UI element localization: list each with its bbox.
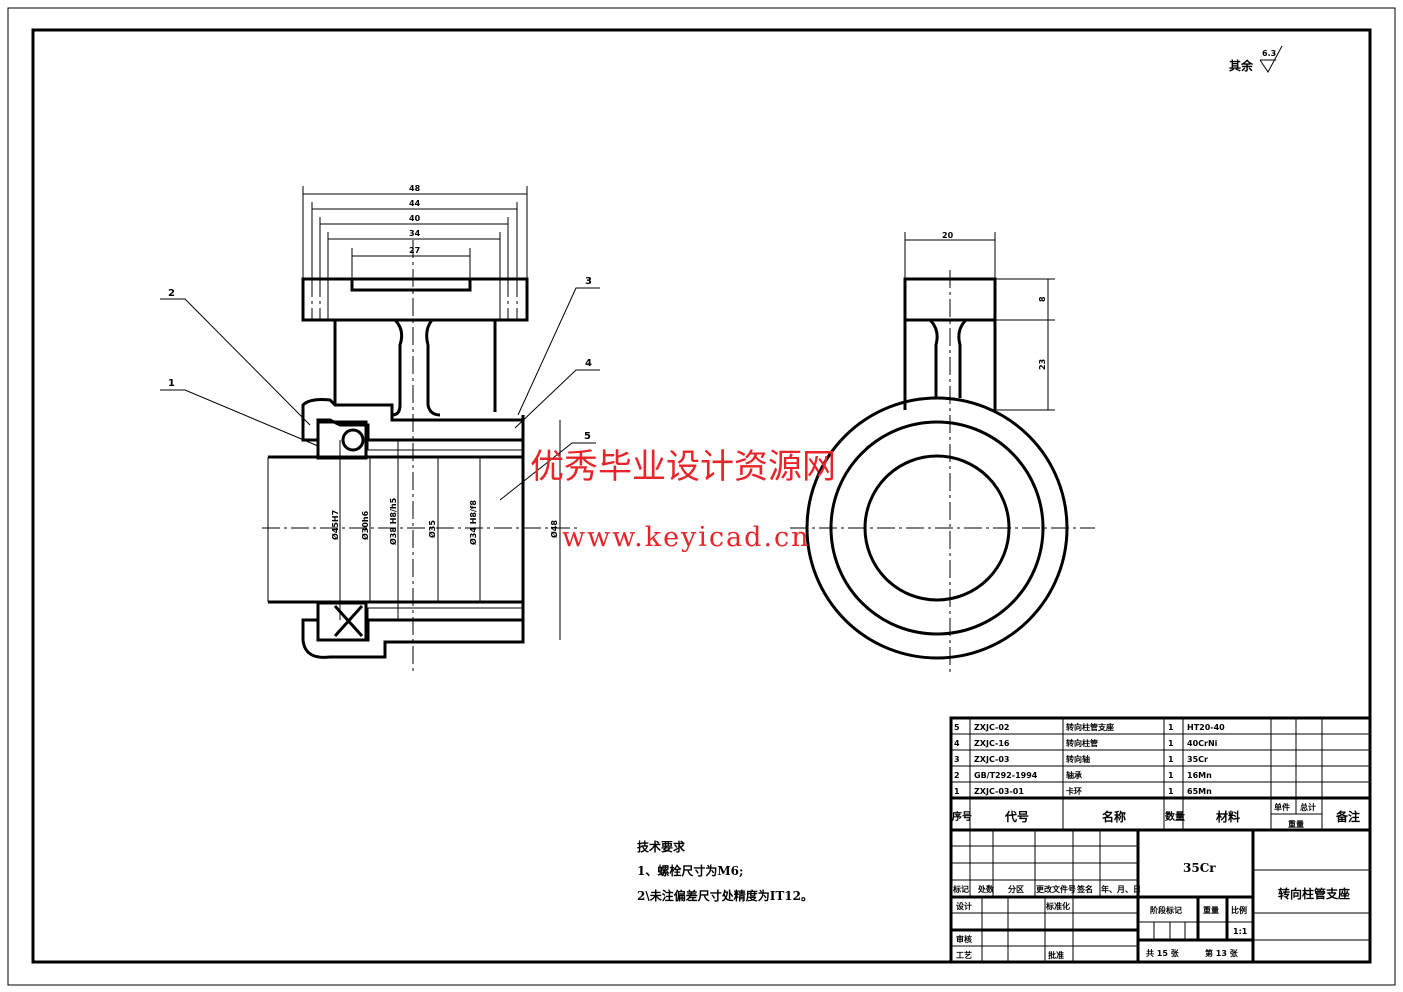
drawing-label: 代号 [1004,809,1029,824]
drawing-label: 3 [585,276,592,287]
bom-cell-no: 1 [954,787,960,796]
drawing-label: 40 [409,214,421,223]
drawing-label: 签名 [1076,884,1093,894]
drawing-label: 35Cr [1183,861,1216,875]
bom-cell-name: 转向柱管 [1066,738,1098,748]
drawing-label: 48 [409,184,421,193]
drawing-label: 2 [168,288,175,299]
drawing-label: 44 [409,199,421,208]
bom-cell-qty: 1 [1168,771,1174,780]
bom-cell-material: 35Cr [1187,755,1208,764]
bom-cell-no: 2 [954,771,960,780]
watermark-title: 优秀毕业设计资源网 [530,447,836,487]
drawing-label: 6.3 [1262,49,1276,58]
bom-cell-code: ZXJC-03 [974,755,1009,764]
drawing-label: Ø35 [427,520,437,538]
drawing-label: 审核 [956,934,972,944]
bom-row: 3 ZXJC-03 转向轴 1 35Cr [954,754,1208,764]
bom-cell-qty: 1 [1168,787,1174,796]
bom-row: 5 ZXJC-02 转向柱管支座 1 HT20-40 [954,722,1225,732]
drawing-label: 标记 [952,884,969,894]
drawing-label: 标准化 [1045,901,1070,911]
bom-cell-code: ZXJC-16 [974,739,1010,748]
bom-header: 序号 代号 名称 数量 材料 单件 总计 重量 备注 [952,802,1360,829]
bom-cell-material: HT20-40 [1187,723,1225,732]
drawing-label: 批准 [1048,950,1064,960]
bom-cell-code: ZXJC-02 [974,723,1009,732]
bom-row: 4 ZXJC-16 转向柱管 1 40CrNi [954,738,1218,748]
drawing-label: Ø34 H8/f8 [468,500,478,545]
drawing-label: 2\未注偏差尺寸处精度为IT12。 [637,888,813,903]
surface-finish-symbol: 其余 6.3 [1229,45,1283,73]
drawing-label: 34 [409,229,421,238]
bom-cell-code: ZXJC-03-01 [974,787,1024,796]
drawing-label: 材料 [1215,809,1240,824]
bom-cell-name: 卡环 [1066,786,1082,796]
drawing-label: 重量 [1203,905,1219,915]
drawing-label: Ø38 H8/h5 [388,497,398,545]
bom-cell-no: 4 [954,739,960,748]
drawing-label: 比例 [1231,905,1247,915]
drawing-label: 设计 [956,901,972,911]
drawing-label: 工艺 [956,950,972,960]
bom-cell-name: 转向柱管支座 [1066,722,1114,732]
drawing-label: 第 13 张 [1205,948,1239,958]
bom-cell-code: GB/T292-1994 [974,771,1038,780]
title-block: 标记 处数 分区 更改文件号 签名 年、月、日 设计 标准化 审核 工艺 批准 … [949,828,1372,964]
drawing-label: 总计 [1300,802,1316,812]
drawing-label: 8 [1038,296,1047,302]
drawing-label: 序号 [952,810,972,823]
bom-cell-qty: 1 [1168,739,1174,748]
bom-cell-no: 3 [954,755,960,764]
bill-of-materials: 5 ZXJC-02 转向柱管支座 1 HT20-40 4 ZXJC-16 转向柱管 1 40CrN… [949,716,1372,832]
drawing-label: 分区 [1008,884,1024,894]
front-section-view [262,240,580,675]
drawing-label: 23 [1038,359,1047,370]
drawing-label: Ø30h6 [360,510,370,540]
technical-requirements: 技术要求 1、螺栓尺寸为M6; 2\未注偏差尺寸处精度为IT12。 [637,839,813,903]
bom-cell-material: 65Mn [1187,787,1212,796]
drawing-frame [31,28,1372,964]
drawing-label: 1:1 [1233,927,1248,936]
drawing-label: 其余 [1229,58,1254,73]
diameter-dimensions: Ø45H7 Ø30h6 Ø38 H8/h5 Ø35 Ø34 H8/f8 Ø48 [330,497,559,545]
bom-cell-name: 转向轴 [1066,754,1090,764]
drawing-label: 5 [584,431,591,442]
watermark-url: www.keyicad.cn [562,522,811,553]
drawing-label: 共 15 张 [1146,948,1180,958]
drawing-label: 数量 [1165,810,1185,823]
drawing-label: 转向柱管支座 [1278,886,1350,901]
bom-cell-no: 5 [954,723,960,732]
bom-cell-material: 40CrNi [1187,739,1218,748]
drawing-label: 4 [585,358,592,369]
drawing-label: 备注 [1335,809,1360,824]
bom-row: 1 ZXJC-03-01 卡环 1 65Mn [954,786,1212,796]
top-dimensions: 48 44 40 34 27 [302,184,528,320]
drawing-label: 处数 [977,884,995,894]
drawing-label: 名称 [1102,809,1126,824]
drawing-label: Ø48 [549,520,559,538]
drawing-label: 更改文件号 [1036,884,1076,894]
bom-cell-qty: 1 [1168,723,1174,732]
drawing-label: 技术要求 [637,839,686,854]
bom-cell-material: 16Mn [1187,771,1212,780]
drawing-label: Ø45H7 [330,510,340,540]
side-view: 20 8 23 [790,231,1095,675]
drawing-label: 20 [942,231,954,240]
drawing-label: 年、月、日 [1101,884,1141,894]
drawing-label: 27 [409,246,420,255]
outer-border [7,7,1396,986]
drawing-label: 1、螺栓尺寸为M6; [637,863,743,878]
drawing-label: 1 [168,378,175,389]
part-balloons: 1 2 3 4 5 [160,276,600,501]
bom-row: 2 GB/T292-1994 轴承 1 16Mn [954,770,1212,780]
drawing-label: 阶段标记 [1150,905,1182,915]
drawing-label: 重量 [1288,819,1304,829]
drawing-label: 单件 [1274,802,1290,812]
bom-cell-qty: 1 [1168,755,1174,764]
bom-cell-name: 轴承 [1066,770,1082,780]
